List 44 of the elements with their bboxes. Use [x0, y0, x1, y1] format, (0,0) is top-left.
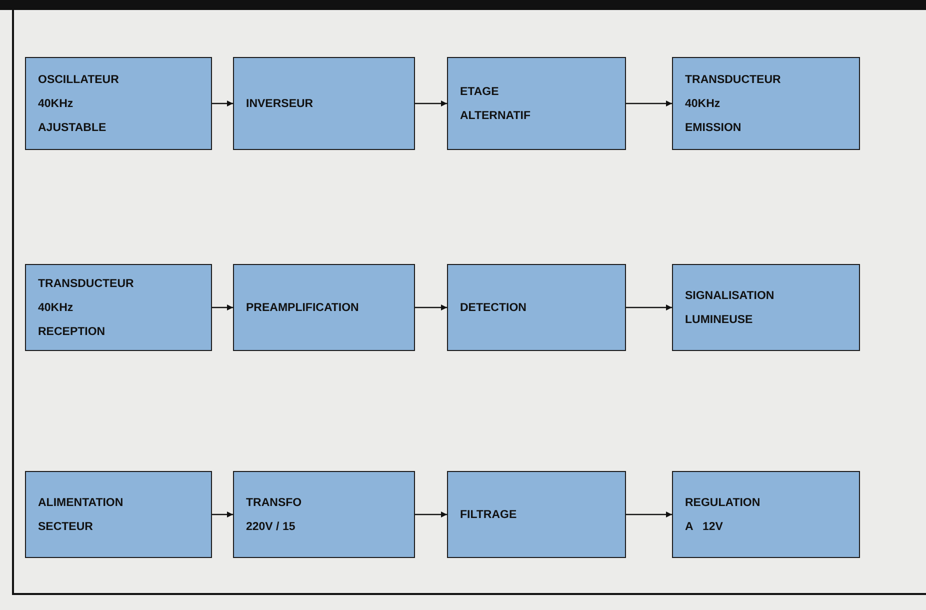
box-label: AJUSTABLE [38, 120, 108, 136]
box-label: ETAGE [460, 84, 500, 100]
process-box [672, 471, 860, 558]
process-box [25, 471, 212, 558]
box-label: 220V / 15 [246, 520, 296, 534]
process-box [672, 264, 860, 351]
box-label: PREAMPLIFICATION [246, 300, 360, 316]
box-label: INVERSEUR [246, 96, 314, 112]
process-box [25, 264, 212, 351]
arrow [626, 100, 672, 106]
box-label: ALTERNATIF [460, 108, 532, 124]
arrow [415, 304, 447, 310]
process-box [672, 57, 860, 150]
arrow [415, 512, 447, 518]
process-box [233, 264, 415, 351]
process-box [233, 471, 415, 558]
box-label: ALIMENTATION [38, 496, 124, 510]
process-box [447, 264, 626, 351]
box-label: FILTRAGE [460, 508, 518, 522]
arrow [212, 512, 233, 518]
process-box [233, 57, 415, 150]
box-label: REGULATION [685, 496, 762, 510]
box-label: TRANSDUCTEUR [685, 72, 782, 88]
box-label: A 12V [685, 520, 724, 534]
arrow [212, 304, 233, 310]
box-label: TRANSDUCTEUR [38, 276, 135, 292]
box-label: 40KHz [685, 96, 722, 112]
arrow [626, 512, 672, 518]
process-box [447, 57, 626, 150]
arrow [415, 100, 447, 106]
process-box [447, 471, 626, 558]
box-label: RECEPTION [38, 324, 106, 340]
arrow [212, 100, 233, 106]
box-label: 40KHz [38, 96, 74, 112]
box-label: OSCILLATEUR [38, 72, 120, 88]
box-label: EMISSION [685, 120, 742, 136]
process-box [25, 57, 212, 150]
box-label: 40KHz [38, 300, 74, 316]
box-label: SECTEUR [38, 520, 94, 534]
box-label: DETECTION [460, 300, 528, 316]
box-label: SIGNALISATION [685, 288, 776, 304]
box-label: TRANSFO [246, 496, 303, 510]
box-label: LUMINEUSE [685, 312, 754, 328]
arrow [626, 304, 672, 310]
